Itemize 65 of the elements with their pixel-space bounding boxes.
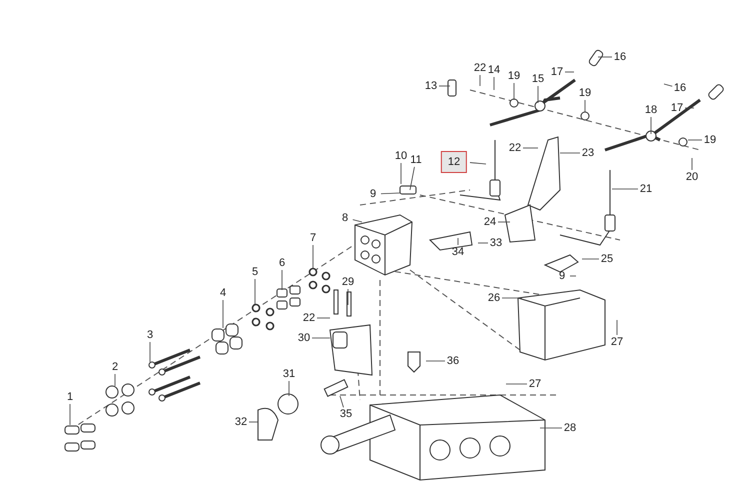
callout-number: 9 — [370, 188, 376, 200]
leader-line — [616, 320, 618, 336]
leader-line — [340, 396, 344, 408]
leader-line — [222, 300, 224, 328]
leader-line — [598, 56, 612, 58]
callout-number: 1 — [66, 391, 74, 403]
callout-number: 35 — [340, 408, 352, 420]
callout-number: 8 — [342, 212, 348, 224]
callout-number: 25 — [600, 253, 614, 265]
callout-number: 4 — [220, 287, 226, 299]
leader-line — [426, 360, 446, 362]
callout-number: 5 — [252, 266, 258, 278]
callout-number: 27 — [610, 336, 624, 348]
leader-line — [650, 116, 652, 134]
callout-number: 19 — [578, 87, 592, 99]
leader-line — [410, 166, 415, 190]
callout-number: 16 — [614, 51, 626, 63]
callout-number: 13 — [424, 80, 438, 92]
callout-number: 20 — [686, 171, 698, 183]
callout-number: 12 — [440, 151, 468, 173]
callout-number: 22 — [474, 62, 486, 74]
callout-number: 28 — [564, 422, 576, 434]
callout-number: 29 — [342, 276, 354, 288]
callout-number: 16 — [674, 82, 686, 94]
callout-number: 15 — [532, 73, 544, 85]
callout-number: 27 — [528, 378, 542, 390]
callout-number: 30 — [298, 332, 310, 344]
leader-line — [400, 162, 402, 184]
callout-number: 23 — [582, 147, 594, 159]
callout-number: 19 — [704, 134, 716, 146]
callout-number: 26 — [488, 292, 500, 304]
callout-number: 22 — [508, 142, 522, 154]
leader-line — [470, 162, 486, 164]
leader-line — [312, 244, 314, 268]
leader-line — [612, 188, 638, 190]
callout-number: 10 — [394, 150, 408, 162]
callout-number: 24 — [484, 216, 496, 228]
callout-number: 21 — [640, 183, 652, 195]
callout-number: 31 — [282, 368, 296, 380]
leader-line — [114, 374, 116, 386]
callout-number: 36 — [446, 355, 460, 367]
leader-line — [254, 278, 256, 304]
leader-line — [288, 380, 290, 396]
leader-line — [380, 192, 400, 194]
callout-number: 33 — [490, 237, 502, 249]
callout-number: 19 — [508, 70, 520, 82]
callout-number: 18 — [644, 104, 658, 116]
callout-number: 9 — [558, 270, 566, 282]
leader-line — [584, 100, 586, 112]
callout-number: 11 — [410, 154, 422, 166]
leader-line — [664, 84, 673, 87]
leader-line — [478, 242, 488, 244]
callout-number: 22 — [302, 312, 316, 324]
callout-number: 17 — [550, 66, 564, 78]
leader-line — [560, 152, 580, 154]
leader-line — [582, 258, 600, 260]
callout-number: 3 — [146, 329, 154, 341]
callout-number: 17 — [670, 102, 684, 114]
callout-number: 7 — [310, 232, 316, 244]
leader-line — [352, 219, 362, 222]
callout-number: 32 — [234, 416, 248, 428]
callout-number: 2 — [112, 361, 118, 373]
callout-number: 34 — [452, 246, 464, 258]
callout-number: 6 — [278, 257, 286, 269]
callout-number: 14 — [488, 64, 500, 76]
